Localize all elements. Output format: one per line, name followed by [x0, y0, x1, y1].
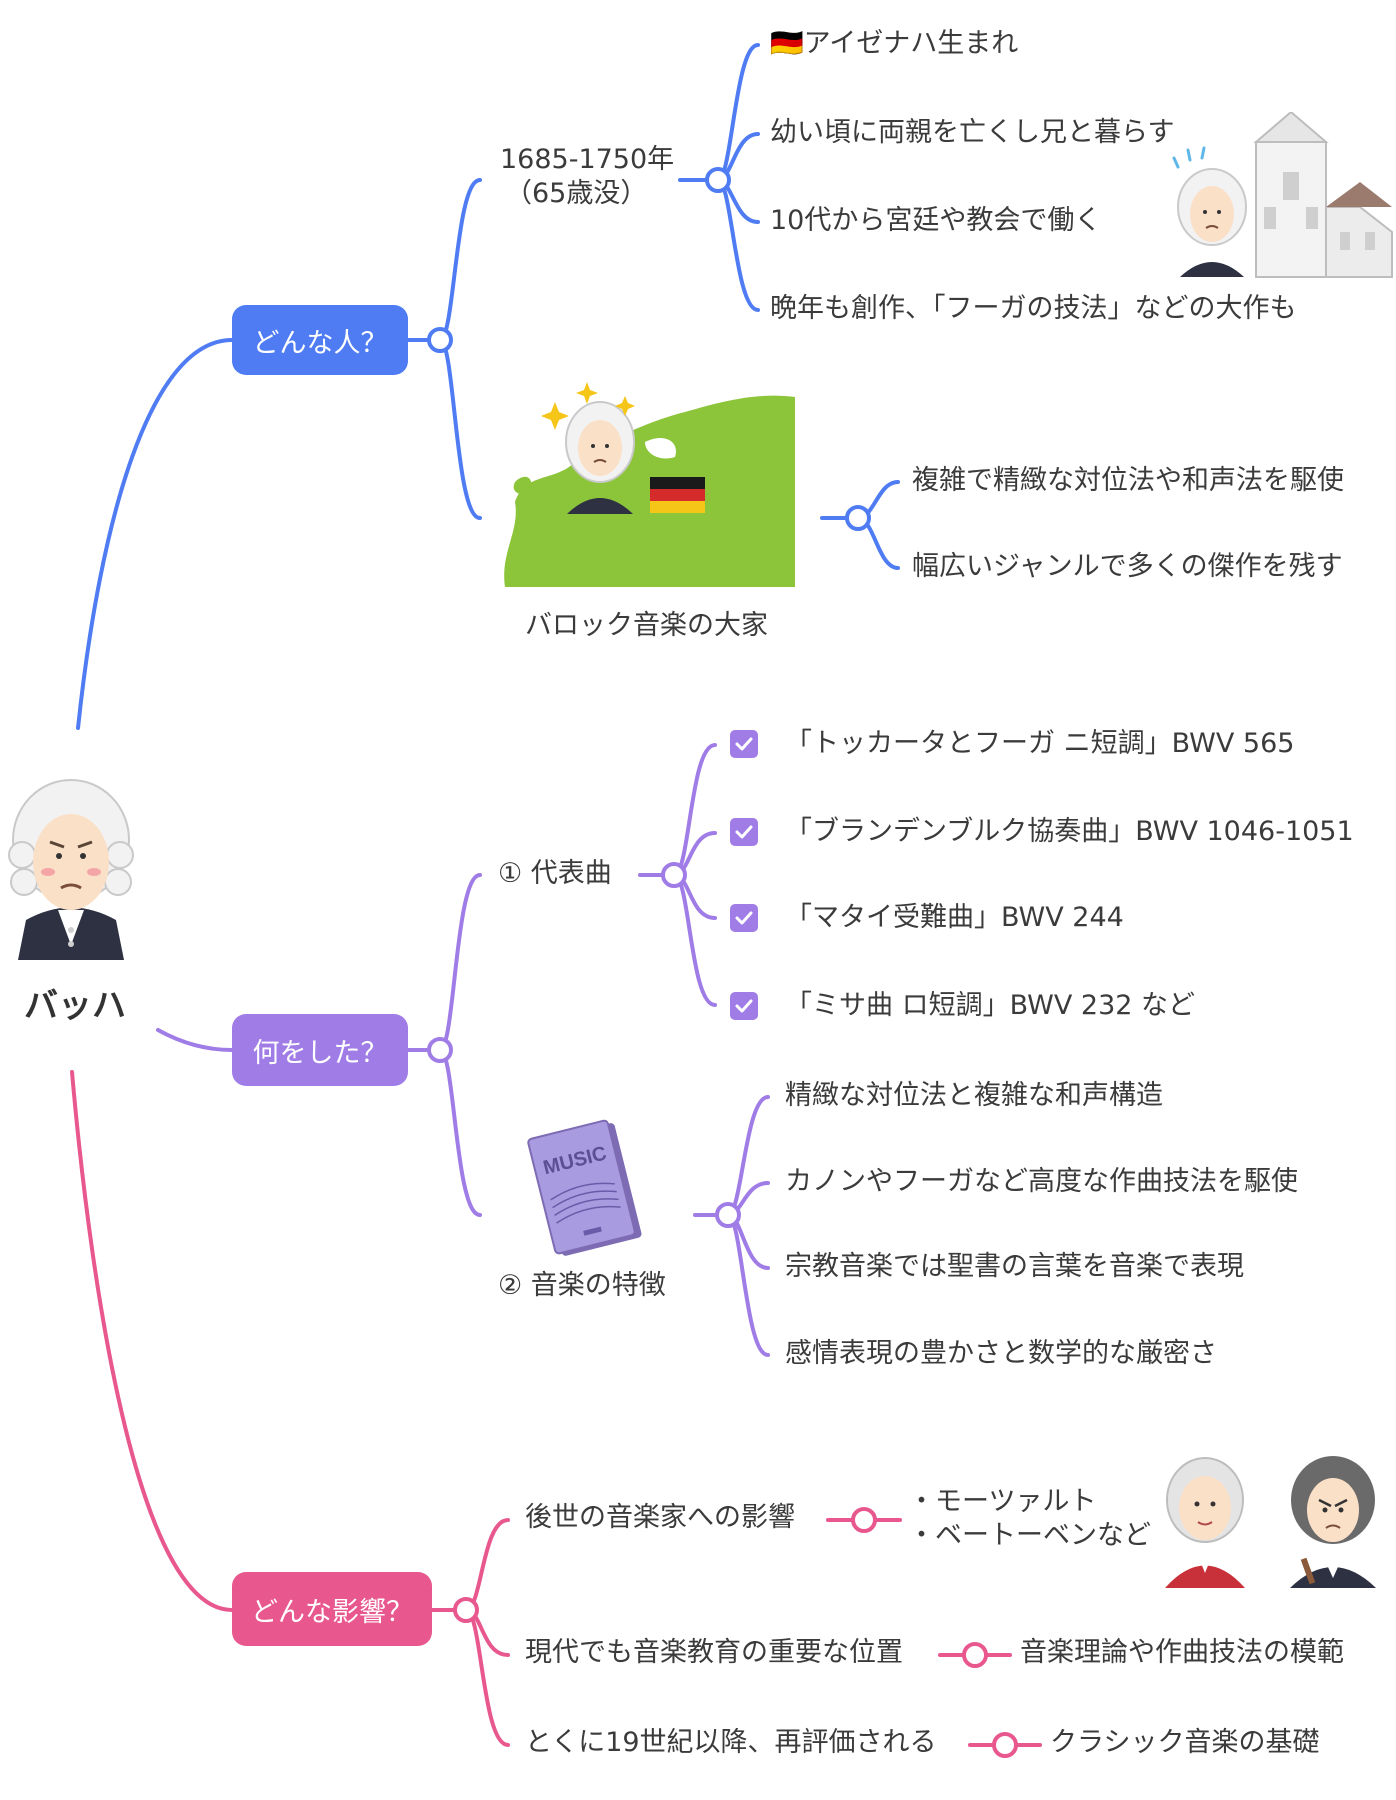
root-label: バッハ	[24, 986, 126, 1026]
baroque-label: バロック音楽の大家	[525, 610, 768, 641]
blue-nodes	[427, 167, 871, 531]
influence-row1-left: 後世の音楽家への影響	[525, 1502, 795, 1533]
feature-item-2: カノンやフーガなど高度な作曲技法を駆使	[785, 1166, 1298, 1197]
purple-nodes	[427, 862, 741, 1228]
influence-row1-right2: ・ベートーベンなど	[908, 1520, 1151, 1551]
influence-row3-left: とくに19世紀以降、再評価される	[525, 1727, 937, 1758]
bio-item-2: 幼い頃に両親を亡くし兄と暮らす	[770, 117, 1175, 148]
composers-illustration-icon	[1165, 1456, 1376, 1588]
europe-map-illustration-icon	[504, 382, 795, 587]
baroque-item-1: 複雑で精緻な対位法や和声法を駆使	[912, 465, 1344, 496]
influence-row1-right1: ・モーツァルト	[908, 1486, 1097, 1517]
checkbox-icon	[730, 730, 758, 758]
influence-row2-right: 音楽理論や作曲技法の模範	[1020, 1637, 1344, 1668]
pink-nodes	[453, 1507, 1018, 1758]
branch-what-pill[interactable]: 何をした？	[232, 1014, 408, 1086]
checkbox-icon	[730, 818, 758, 846]
work-item-2: 「ブランデンブルク協奏曲」BWV 1046-1051	[785, 816, 1354, 847]
works-label: ① 代表曲	[498, 858, 612, 889]
work-item-1: 「トッカータとフーガ ニ短調」BWV 565	[785, 728, 1295, 759]
work-item-4: 「ミサ曲 ロ短調」BWV 232 など	[785, 990, 1196, 1021]
checkbox-icon	[730, 992, 758, 1020]
music-book-icon: MUSIC	[527, 1119, 642, 1256]
years-line1: 1685-1750年	[500, 144, 675, 175]
bio-item-3: 10代から宮廷や教会で働く	[770, 205, 1102, 236]
checkbox-icon	[730, 904, 758, 932]
influence-row3-right: クラシック音楽の基礎	[1050, 1727, 1320, 1758]
work-item-3: 「マタイ受難曲」BWV 244	[785, 902, 1124, 933]
feature-item-1: 精緻な対位法と複雑な和声構造	[785, 1080, 1163, 1111]
bio-item-1: 🇩🇪アイゼナハ生まれ	[770, 28, 1019, 59]
bio-item-4: 晩年も創作、「フーガの技法」などの大作も	[770, 293, 1297, 324]
bach-portrait-icon	[8, 779, 134, 960]
features-label: ② 音楽の特徴	[498, 1270, 666, 1301]
church-illustration-icon	[1172, 112, 1393, 278]
years-line2: （65歳没）	[505, 178, 648, 209]
baroque-item-2: 幅広いジャンルで多くの傑作を残す	[912, 551, 1343, 582]
feature-item-4: 感情表現の豊かさと数学的な厳密さ	[785, 1338, 1217, 1369]
feature-item-3: 宗教音楽では聖書の言葉を音楽で表現	[785, 1251, 1244, 1282]
branch-who-pill[interactable]: どんな人？	[232, 305, 408, 375]
branch-influence-pill[interactable]: どんな影響？	[232, 1572, 432, 1646]
influence-row2-left: 現代でも音楽教育の重要な位置	[525, 1637, 903, 1668]
